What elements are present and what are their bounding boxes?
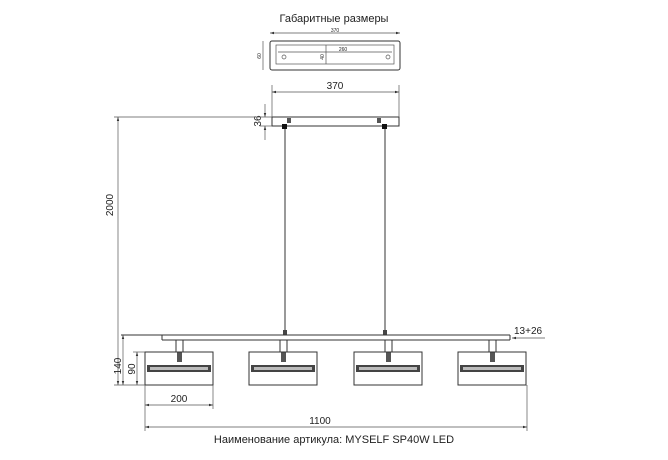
article-caption: Наименование артикула: MYSELF SP40W LED	[214, 434, 454, 446]
bar-offset-label: 13+26	[514, 326, 543, 337]
canopy-height-label: 36	[253, 115, 264, 127]
top-view-height-label: 40	[320, 54, 326, 60]
canopy-width-label: 370	[327, 81, 344, 92]
top-view-width-label: 370	[331, 28, 340, 34]
lamp-heads	[144, 339, 527, 386]
drawing-title: Габаритные размеры	[280, 13, 389, 25]
top-view-inner-width-label: 260	[339, 47, 348, 53]
top-view-depth-label: 60	[257, 53, 263, 59]
total-length-label: 1100	[309, 416, 331, 427]
bar-height-label: 140	[113, 357, 124, 374]
canopy: 370 36	[253, 81, 400, 140]
total-height-dimension: 2000	[105, 116, 272, 385]
top-view: 370 260 40 60	[257, 28, 401, 71]
head-width-label: 200	[171, 394, 188, 405]
total-height-label: 2000	[105, 193, 116, 216]
head-height-label: 90	[127, 363, 138, 375]
mounting-bar: 13+26	[121, 326, 545, 341]
